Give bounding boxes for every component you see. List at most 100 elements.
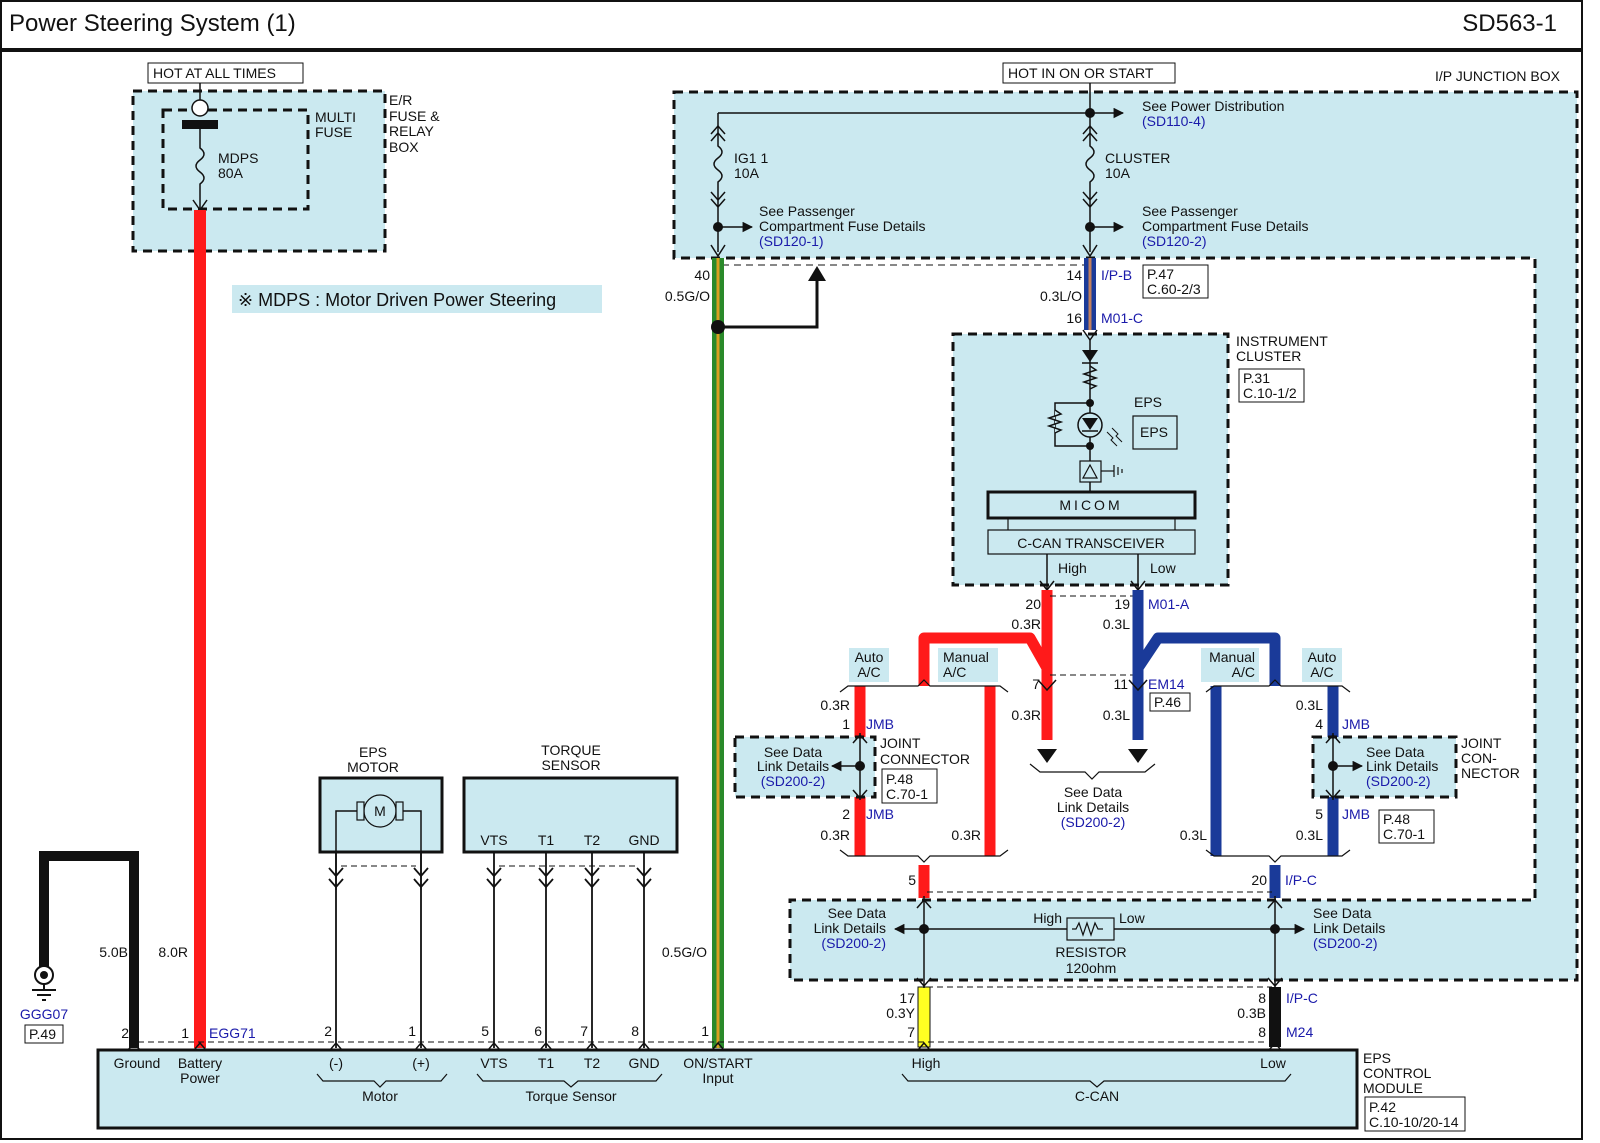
joint-left-label-1: JOINT (880, 735, 921, 751)
can-low-auto-ac-tag: Auto A/C (1302, 648, 1342, 682)
pass-fuse-left-ref[interactable]: (SD120-1) (759, 233, 824, 249)
ig1-fuse-icon (710, 113, 726, 258)
resistor-right-text-2[interactable]: Link Details (1313, 920, 1385, 936)
can-high-arrow-icon (1037, 749, 1057, 763)
eps-indicator: EPS (1132, 415, 1178, 450)
can-high-pin-ipc-bottom: 17 (899, 990, 915, 1006)
joint-right-text-1[interactable]: See Data (1366, 744, 1425, 760)
svg-text:Auto: Auto (1308, 649, 1337, 665)
torque-pin-gnd: GND (628, 832, 659, 848)
eps-motor-label-1: EPS (359, 744, 387, 760)
can-high-manual-ac-tag: Manual A/C (938, 648, 998, 682)
torque-sensor-box (462, 776, 679, 854)
power-distribution-ref[interactable]: (SD110-4) (1142, 113, 1206, 129)
ecm-pin-motor-plus: 1 (408, 1023, 416, 1039)
can-low-pin-ipc-bottom: 8 (1258, 990, 1266, 1006)
pass-fuse-right-line2[interactable]: Compartment Fuse Details (1142, 218, 1309, 234)
can-high-jmb-pin-bottom: 2 (842, 806, 850, 822)
can-high-gauge-top: 0.3R (1011, 616, 1041, 632)
resistor-right-ref[interactable]: (SD200-2) (1313, 935, 1378, 951)
svg-text:A/C: A/C (1310, 664, 1333, 680)
data-link-center-text-1[interactable]: See Data (1064, 784, 1123, 800)
ecm-terminal-on-start-2: Input (702, 1070, 733, 1086)
can-high-jmb-bottom: JMB (866, 806, 894, 822)
torque-pin-t1: T1 (538, 832, 555, 848)
can-low-connector-ipc-bottom: I/P-C (1286, 990, 1318, 1006)
can-low-manual-ac-tag: Manual A/C (1201, 648, 1259, 682)
ecm-terminal-high: High (912, 1055, 941, 1071)
ecm-pin-vts: 5 (481, 1023, 489, 1039)
can-low-gauge-auto-bottom: 0.3L (1296, 827, 1323, 843)
ecm-pin-motor-minus: 2 (324, 1023, 332, 1039)
svg-text:Manual: Manual (1209, 649, 1255, 665)
page-title: Power Steering System (1) (9, 10, 296, 37)
ig-pin: 40 (694, 267, 710, 283)
battery-gauge: 8.0R (158, 944, 188, 960)
cluster-fuse-name: CLUSTER (1105, 150, 1170, 166)
resistor-left-text-1[interactable]: See Data (828, 905, 887, 921)
svg-text:C.10-1/2: C.10-1/2 (1243, 385, 1297, 401)
joint-left-text-2[interactable]: Link Details (757, 758, 829, 774)
torque-pin-t2: T2 (584, 832, 601, 848)
can-low-jmb-bottom: JMB (1342, 806, 1370, 822)
hot-in-on-or-start-label: HOT IN ON OR START (1002, 62, 1176, 84)
joint-left-page-box: P.48 C.70-1 (881, 768, 938, 804)
can-high-auto-ac-tag: Auto A/C (849, 648, 889, 682)
ecm-pin-battery: 1 (181, 1025, 189, 1041)
can-low-jmb-top: JMB (1342, 716, 1370, 732)
ecm-terminal-battery-1: Battery (178, 1055, 222, 1071)
data-link-center-ref[interactable]: (SD200-2) (1061, 814, 1126, 830)
joint-left-ref[interactable]: (SD200-2) (761, 773, 826, 789)
ecm-pin-t2: 7 (580, 1023, 588, 1039)
pass-fuse-left-line2[interactable]: Compartment Fuse Details (759, 218, 926, 234)
ecm-terminal-gnd: GND (628, 1055, 659, 1071)
joint-right-ref[interactable]: (SD200-2) (1366, 773, 1431, 789)
wire-can-low-blue (1132, 590, 1339, 1047)
ecm-pin-gnd: 8 (631, 1023, 639, 1039)
resistor-left-text-2[interactable]: Link Details (814, 920, 886, 936)
resistor-right-text-1[interactable]: See Data (1313, 905, 1372, 921)
can-low-connector-m01a: M01-A (1148, 596, 1190, 612)
svg-text:HOT AT ALL TIMES: HOT AT ALL TIMES (153, 65, 276, 81)
wire-ig-green (712, 258, 724, 1048)
ecm-terminal-ground: Ground (114, 1055, 161, 1071)
cluster-fuse-rating: 10A (1105, 165, 1131, 181)
svg-text:P.31: P.31 (1243, 370, 1270, 386)
header-bar: Power Steering System (1) SD563-1 (0, 0, 1583, 52)
ig1-fuse-name: IG1 1 (734, 150, 768, 166)
wire-ground-black (39, 851, 139, 1048)
joint-right-text-2[interactable]: Link Details (1366, 758, 1438, 774)
pass-fuse-left-line1[interactable]: See Passenger (759, 203, 855, 219)
torque-pin-vts: VTS (480, 832, 507, 848)
can-high-gauge-mid: 0.3R (1011, 707, 1041, 723)
wire-battery-red (194, 210, 206, 1048)
svg-text:C-CAN TRANSCEIVER: C-CAN TRANSCEIVER (1017, 535, 1165, 551)
pass-fuse-right-line1[interactable]: See Passenger (1142, 203, 1238, 219)
power-distribution-text[interactable]: See Power Distribution (1142, 98, 1284, 114)
can-low-connector-m24: M24 (1286, 1024, 1313, 1040)
svg-text:Auto: Auto (855, 649, 884, 665)
page-code: SD563-1 (1462, 10, 1557, 37)
svg-text:C.70-1: C.70-1 (886, 786, 928, 802)
can-low-gauge-black: 0.3B (1237, 1005, 1266, 1021)
ecm-terminal-on-start-1: ON/START (683, 1055, 753, 1071)
can-high-pin-ipc: 5 (908, 872, 916, 888)
resistor-name: RESISTOR (1055, 944, 1126, 960)
cluster-pin-top: 14 (1066, 267, 1082, 283)
data-link-center-text-2[interactable]: Link Details (1057, 799, 1129, 815)
can-low-pin-em14: 11 (1113, 676, 1128, 692)
ip-junction-box-label: I/P JUNCTION BOX (1435, 68, 1561, 84)
joint-left-text-1[interactable]: See Data (764, 744, 823, 760)
joint-right-label-1: JOINT (1461, 735, 1502, 751)
eps-control-module-box (96, 1048, 1359, 1130)
hot-at-all-times-label: HOT AT ALL TIMES (147, 62, 304, 84)
pass-fuse-right-ref[interactable]: (SD120-2) (1142, 233, 1207, 249)
resistor-low-label: Low (1119, 910, 1146, 926)
can-low-pin-m01a: 19 (1114, 596, 1130, 612)
ecm-terminal-t2: T2 (584, 1055, 601, 1071)
resistor-left-ref[interactable]: (SD200-2) (821, 935, 886, 951)
svg-text:P.49: P.49 (29, 1026, 56, 1042)
ecm-terminal-motor-minus: (-) (329, 1055, 343, 1071)
can-high-gauge-auto-bottom: 0.3R (820, 827, 850, 843)
can-high-jmb-top: JMB (866, 716, 894, 732)
